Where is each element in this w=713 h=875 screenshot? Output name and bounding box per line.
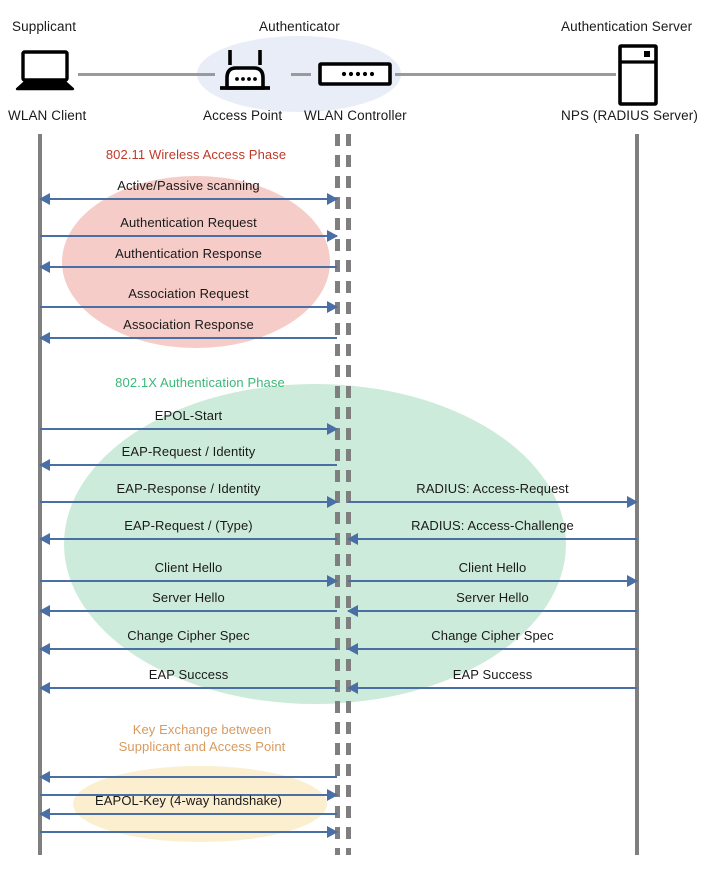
message-line [40,306,337,308]
message-label: EAP-Request / (Type) [124,518,253,533]
wlan-controller-icon [318,62,392,91]
message-label: Association Response [123,317,254,332]
message-line [40,501,337,503]
arrowhead-left-icon [39,332,50,344]
arrowhead-right-icon [327,423,338,435]
message-label: EAPOL-Key (4-way handshake) [95,793,282,808]
arrowhead-left-icon [347,533,358,545]
link-client-to-ap [78,73,215,76]
arrowhead-left-icon [39,533,50,545]
arrowhead-left-icon [39,682,50,694]
link-ap-to-controller [291,73,311,76]
message-label: Server Hello [152,590,225,605]
actor-device-access-point: Access Point [203,108,283,123]
message-line [40,813,337,815]
arrowhead-right-icon [327,575,338,587]
actor-device-wlan-client: WLAN Client [8,108,87,123]
arrowhead-left-icon [39,459,50,471]
message-line [40,337,337,339]
phase-ellipse-key-exchange [73,766,327,842]
actor-device-wlan-controller: WLAN Controller [304,108,407,123]
arrowhead-left-icon [347,605,358,617]
arrowhead-left-icon [39,605,50,617]
message-label: RADIUS: Access-Request [416,481,569,496]
message-line [348,538,637,540]
message-line [40,687,337,689]
actor-role-supplicant: Supplicant [12,19,77,34]
message-line [40,794,337,796]
message-label: EAP-Response / Identity [116,481,261,496]
message-label: EAP Success [148,667,229,682]
message-line [40,464,337,466]
message-label: Change Cipher Spec [127,628,250,643]
phase-ellipse-wireless-access [62,176,330,348]
message-line [348,580,637,582]
message-label: EAP-Request / Identity [121,444,256,459]
message-line [40,235,337,237]
message-label: Active/Passive scanning [117,178,260,193]
arrowhead-left-icon [39,808,50,820]
message-label: Association Request [128,286,249,301]
message-line [40,198,337,200]
message-line [40,266,337,268]
message-line [348,648,637,650]
message-line [348,687,637,689]
message-line [40,428,337,430]
message-line [348,610,637,612]
arrowhead-right-icon [327,193,338,205]
message-label: Authentication Response [115,246,262,261]
arrowhead-left-icon [347,682,358,694]
message-line [40,538,337,540]
laptop-icon [14,50,76,97]
link-controller-to-server [395,73,616,76]
arrowhead-right-icon [327,789,338,801]
message-label: EPOL-Start [154,408,223,423]
lifeline-supplicant [38,134,42,855]
lifeline-authentication-server [635,134,639,855]
phase-caption-key-exchange: Key Exchange between Supplicant and Acce… [118,722,286,754]
message-label: Authentication Request [120,215,257,230]
message-label: EAP Success [452,667,533,682]
arrowhead-right-icon [627,496,638,508]
server-rack-icon [617,44,659,111]
arrowhead-right-icon [327,230,338,242]
actor-role-authenticator: Authenticator [259,19,340,34]
message-label: Client Hello [458,560,527,575]
phase-caption-wireless-access: 802.11 Wireless Access Phase [105,147,287,162]
actor-device-nps-radius-server: NPS (RADIUS Server) [561,108,698,123]
arrowhead-right-icon [327,496,338,508]
arrowhead-left-icon [39,771,50,783]
actor-role-authentication-server: Authentication Server [561,19,693,34]
arrowhead-left-icon [347,643,358,655]
arrowhead-left-icon [39,193,50,205]
wireless-access-point-icon [214,48,276,99]
message-label: RADIUS: Access-Challenge [411,518,574,533]
arrowhead-right-icon [627,575,638,587]
phase-ellipse-dot1x-auth [64,384,566,704]
message-line [40,831,337,833]
message-label: Server Hello [456,590,529,605]
arrowhead-right-icon [327,301,338,313]
message-line [40,648,337,650]
arrowhead-left-icon [39,643,50,655]
message-line [40,610,337,612]
lifeline-authenticator-left [335,134,340,855]
message-label: Client Hello [154,560,223,575]
phase-caption-dot1x-auth: 802.1X Authentication Phase [115,375,285,390]
arrowhead-left-icon [39,261,50,273]
message-line [40,776,337,778]
message-label: Change Cipher Spec [431,628,554,643]
message-line [348,501,637,503]
lifeline-authenticator-right [346,134,351,855]
message-line [40,580,337,582]
arrowhead-right-icon [327,826,338,838]
